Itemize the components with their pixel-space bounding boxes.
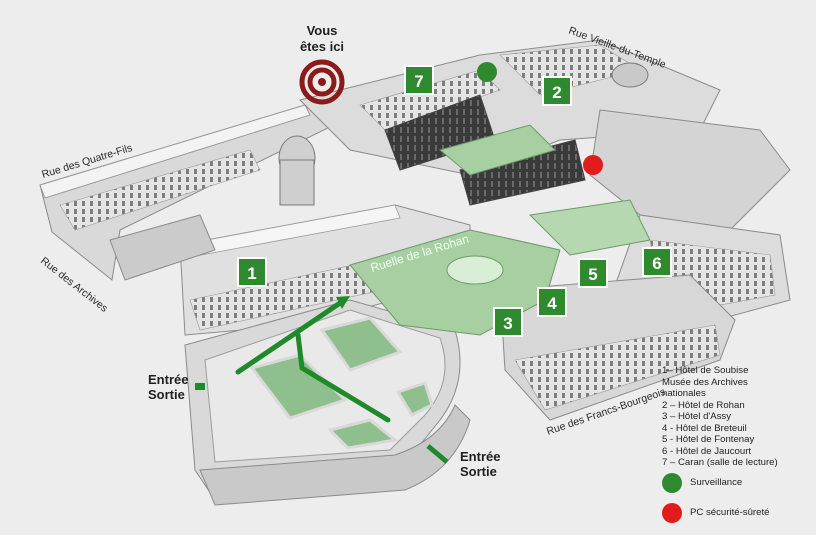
west-entrance-marker (195, 383, 205, 390)
marker-1-label: 1 (247, 264, 256, 283)
legend-pc-label: PC sécurité-sûreté (690, 506, 770, 518)
you-are-here-line2: êtes ici (300, 39, 344, 54)
legend-item: 4 - Hôtel de Breteuil (662, 422, 747, 434)
legend-item: nationales (662, 388, 706, 399)
entrance-west-line1: Entrée (148, 372, 188, 387)
pc-legend-dot (662, 502, 682, 523)
marker-2-label: 2 (552, 83, 561, 102)
lawn-3 (327, 418, 399, 450)
legend-item: 2 – Hôtel de Rohan (662, 399, 745, 411)
pc-dot (583, 155, 603, 175)
lawn-2 (249, 353, 348, 420)
marker-5[interactable]: 5 (578, 258, 608, 288)
legend-item: Musée des Archives (662, 376, 748, 388)
entrance-south-line1: Entrée (460, 449, 500, 464)
legend-item: 1– Hôtel de Soubise (662, 365, 749, 376)
legend-item: 3 – Hôtel d'Assy (662, 411, 732, 422)
legend-item: 6 - Hôtel de Jaucourt (662, 445, 752, 457)
entrance-west-line2: Sortie (148, 387, 185, 402)
legend-pc: PC sécurité-sûreté (662, 502, 812, 523)
lawn-1 (319, 316, 403, 372)
you-are-here-line1: Vous (307, 23, 338, 38)
legend-surveillance: Surveillance (662, 472, 812, 493)
entrance-south-line2: Sortie (460, 464, 497, 479)
marker-5-label: 5 (588, 265, 597, 284)
marker-6[interactable]: 6 (642, 247, 672, 277)
south-entrance-marker (426, 444, 449, 464)
lawn-4 (395, 381, 434, 417)
path-arrow (336, 296, 350, 309)
you-are-here-target (299, 59, 345, 105)
surveillance-legend-dot (662, 472, 682, 493)
legend-item: 5 - Hôtel de Fontenay (662, 434, 755, 445)
garden-caran (438, 124, 556, 176)
marker-6-label: 6 (652, 254, 661, 273)
legend-surveillance-label: Surveillance (690, 476, 743, 488)
legend-item: 7 – Caran (salle de lecture) (662, 457, 778, 468)
marker-3[interactable]: 3 (493, 307, 523, 337)
marker-2[interactable]: 2 (542, 76, 572, 106)
marker-3-label: 3 (503, 314, 512, 333)
marker-7-label: 7 (414, 72, 423, 91)
marker-1[interactable]: 1 (237, 257, 267, 287)
garden-rohan (528, 199, 651, 256)
marker-4[interactable]: 4 (537, 287, 567, 317)
lawns (249, 316, 434, 450)
entrance-paths (235, 300, 391, 423)
marker-4-label: 4 (547, 294, 557, 313)
surveillance-dot (477, 62, 497, 82)
marker-7[interactable]: 7 (404, 65, 434, 95)
legend: 1– Hôtel de Soubise Musée des Archives n… (662, 365, 812, 523)
